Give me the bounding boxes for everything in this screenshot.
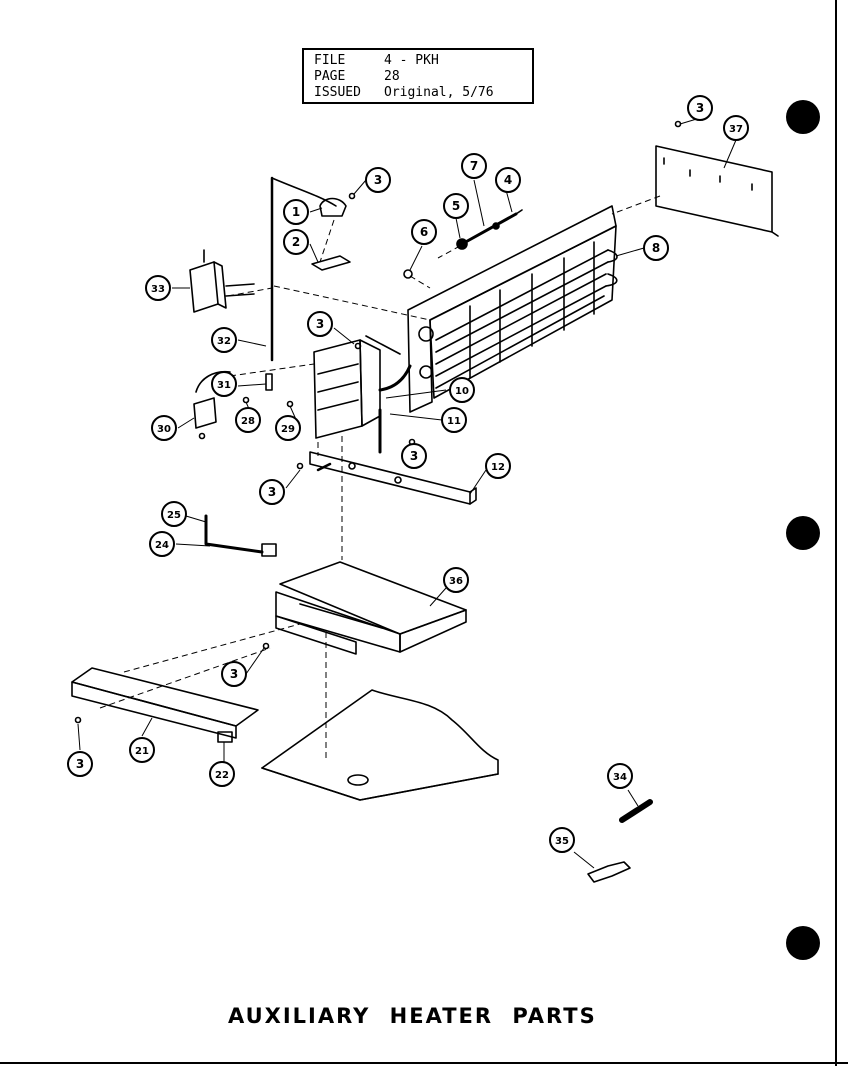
callout-3: 3 <box>687 95 713 121</box>
callout-36: 36 <box>443 567 469 593</box>
callout-label: 34 <box>613 772 627 783</box>
page-border-right <box>835 0 837 1066</box>
part-34-pin <box>619 799 653 823</box>
part-12-rail <box>309 451 477 505</box>
lower-panel <box>261 689 499 801</box>
callout-label: 2 <box>292 235 300 249</box>
control-box <box>313 335 412 454</box>
callout-37: 37 <box>723 115 749 141</box>
callout-6: 6 <box>411 219 437 245</box>
callout-32: 32 <box>211 327 237 353</box>
callout-25: 25 <box>161 501 187 527</box>
parts-4-5-7-rod <box>456 209 523 250</box>
callout-label: 29 <box>281 424 295 435</box>
callout-label: 37 <box>729 124 743 135</box>
callout-24: 24 <box>149 531 175 557</box>
callout-label: 1 <box>292 205 300 219</box>
binder-hole-top <box>786 100 820 134</box>
page-border-bottom <box>0 1062 848 1064</box>
callout-label: 3 <box>374 173 382 187</box>
callout-label: 12 <box>491 462 505 473</box>
callout-7: 7 <box>461 153 487 179</box>
part-35-clip <box>587 861 631 883</box>
callout-21: 21 <box>129 737 155 763</box>
callout-3: 3 <box>221 661 247 687</box>
assembly-lines <box>99 195 661 760</box>
callout-label: 28 <box>241 416 255 427</box>
callout-12: 12 <box>485 453 511 479</box>
callout-label: 22 <box>215 770 229 781</box>
callout-3: 3 <box>365 167 391 193</box>
part-1-2-thermostat <box>270 176 351 362</box>
screws <box>74 120 682 724</box>
callout-group: 3733127456833332311011302829331225243633… <box>67 95 749 853</box>
callout-22: 22 <box>209 761 235 787</box>
part-6-nut <box>403 269 413 279</box>
callout-label: 35 <box>555 836 569 847</box>
part-37-bracket <box>655 145 779 237</box>
binder-hole-middle <box>786 516 820 550</box>
part-21-cover <box>71 667 259 743</box>
callout-label: 25 <box>167 510 181 521</box>
callout-label: 6 <box>420 225 428 239</box>
callout-3: 3 <box>401 443 427 469</box>
callout-label: 33 <box>151 284 165 295</box>
callout-label: 3 <box>268 485 276 499</box>
callout-label: 3 <box>410 449 418 463</box>
callout-1: 1 <box>283 199 309 225</box>
callout-35: 35 <box>549 827 575 853</box>
callout-30: 30 <box>151 415 177 441</box>
callout-label: 36 <box>449 576 463 587</box>
callout-11: 11 <box>441 407 467 433</box>
callout-28: 28 <box>235 407 261 433</box>
callout-label: 3 <box>696 101 704 115</box>
callout-label: 3 <box>316 317 324 331</box>
callout-5: 5 <box>443 193 469 219</box>
callout-label: 4 <box>504 173 512 187</box>
callout-label: 24 <box>155 540 169 551</box>
callout-label: 3 <box>230 667 238 681</box>
callout-3: 3 <box>307 311 333 337</box>
callout-10: 10 <box>449 377 475 403</box>
callout-29: 29 <box>275 415 301 441</box>
callout-3: 3 <box>67 751 93 777</box>
part-33-switch <box>189 249 255 313</box>
leader-lines <box>77 117 737 869</box>
callout-33: 33 <box>145 275 171 301</box>
callout-label: 7 <box>470 159 478 173</box>
callout-label: 31 <box>217 380 231 391</box>
callout-label: 11 <box>447 416 461 427</box>
callout-label: 8 <box>652 241 660 255</box>
callout-label: 21 <box>135 746 149 757</box>
callout-label: 5 <box>452 199 460 213</box>
callout-label: 10 <box>455 386 469 397</box>
callout-label: 32 <box>217 336 231 347</box>
callout-4: 4 <box>495 167 521 193</box>
callout-label: 3 <box>76 757 84 771</box>
part-24-25-harness <box>204 514 277 557</box>
part-8-heater-element <box>407 205 618 413</box>
callout-3: 3 <box>259 479 285 505</box>
part-36-base-pan <box>275 561 467 655</box>
callout-8: 8 <box>643 235 669 261</box>
diagram-caption: AUXILIARY HEATER PARTS <box>228 1004 597 1028</box>
callout-2: 2 <box>283 229 309 255</box>
callout-31: 31 <box>211 371 237 397</box>
callout-34: 34 <box>607 763 633 789</box>
binder-hole-bottom <box>786 926 820 960</box>
callout-label: 30 <box>157 424 171 435</box>
